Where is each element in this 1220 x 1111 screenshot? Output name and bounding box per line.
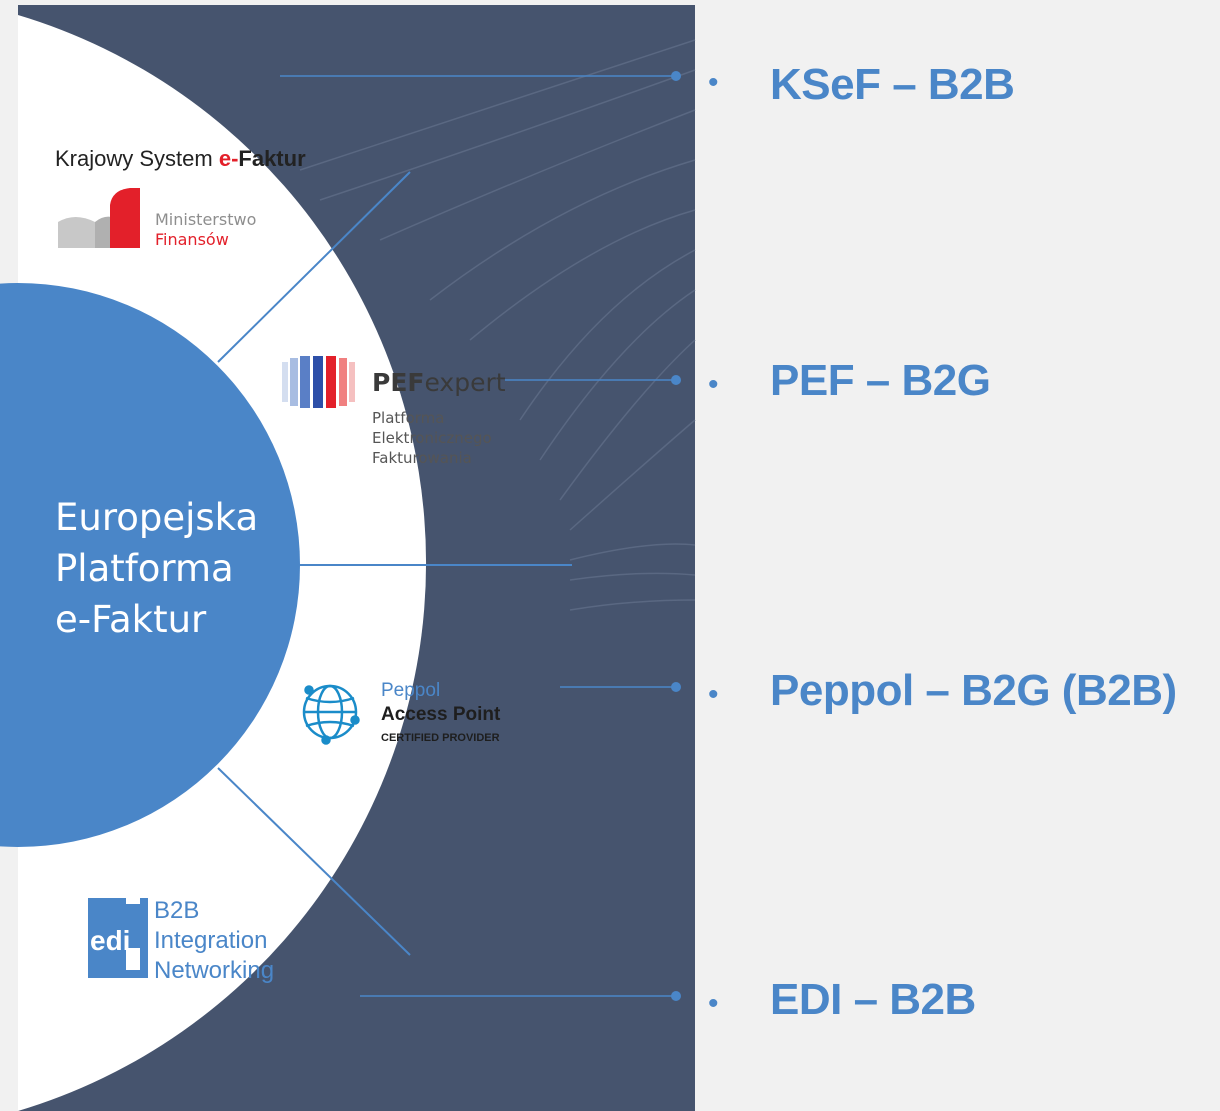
pef-title-bold: PEF — [372, 368, 425, 397]
mf-logo-icon — [58, 188, 140, 248]
center-title-line-2: Platforma — [55, 547, 234, 590]
divider-1 — [217, 171, 411, 363]
center-title: Europejska Platforma e-Faktur — [55, 492, 258, 645]
pef-logo-icon — [282, 356, 355, 408]
label-pef: PEF – B2G — [770, 356, 991, 405]
mf-line-1: Ministerstwo — [155, 210, 257, 229]
center-circle — [0, 283, 300, 847]
ksef-suffix: Faktur — [238, 146, 306, 171]
ksef-highlight: e- — [218, 146, 239, 171]
edi-line-1: B2B — [154, 897, 200, 924]
peppol-line-2: Access Point — [381, 704, 501, 725]
label-edi: EDI – B2B — [770, 975, 976, 1024]
decorative-lines — [299, 39, 696, 611]
pef-title-rest: expert — [424, 368, 506, 397]
edi-logo-text: B2B Integration Networking — [154, 896, 274, 986]
label-peppol: Peppol – B2G (B2B) — [770, 666, 1177, 715]
ksef-logo-text: Krajowy System e-Faktur — [55, 146, 306, 172]
mf-line-2: Finansów — [155, 230, 229, 249]
bullet-pef: • — [708, 368, 719, 401]
center-title-line-1: Europejska — [55, 496, 259, 539]
peppol-line-1: Peppol — [381, 680, 441, 701]
pef-logo-title: PEFexpert — [372, 368, 506, 397]
connector-dot-pef — [671, 375, 681, 385]
pef-logo-subtitle: Platforma Elektronicznego Fakturowania — [372, 408, 492, 468]
pef-sub-line-2: Elektronicznego — [372, 429, 492, 447]
peppol-globe-icon — [302, 684, 360, 745]
bullet-ksef: • — [708, 66, 719, 99]
peppol-line-3: CERTIFIED PROVIDER — [381, 732, 500, 744]
divider-3 — [217, 767, 411, 956]
connector-dot-ksef — [671, 71, 681, 81]
edi-line-2: Integration — [154, 927, 268, 954]
edi-line-3: Networking — [154, 957, 275, 984]
pef-sub-line-3: Fakturowania — [372, 449, 472, 467]
connector-dot-edi — [671, 991, 681, 1001]
bullet-peppol: • — [708, 678, 719, 711]
pef-sub-line-1: Platforma — [372, 409, 445, 427]
edi-logo-mark: edi — [90, 925, 130, 956]
bullet-edi: • — [708, 987, 719, 1020]
mf-logo-text: Ministerstwo Finansów — [155, 210, 256, 250]
ksef-prefix: Krajowy System — [55, 146, 219, 171]
connector-dot-peppol — [671, 682, 681, 692]
edi-logo-icon: edi — [88, 890, 148, 978]
label-ksef: KSeF – B2B — [770, 60, 1015, 109]
center-title-line-3: e-Faktur — [55, 598, 207, 641]
